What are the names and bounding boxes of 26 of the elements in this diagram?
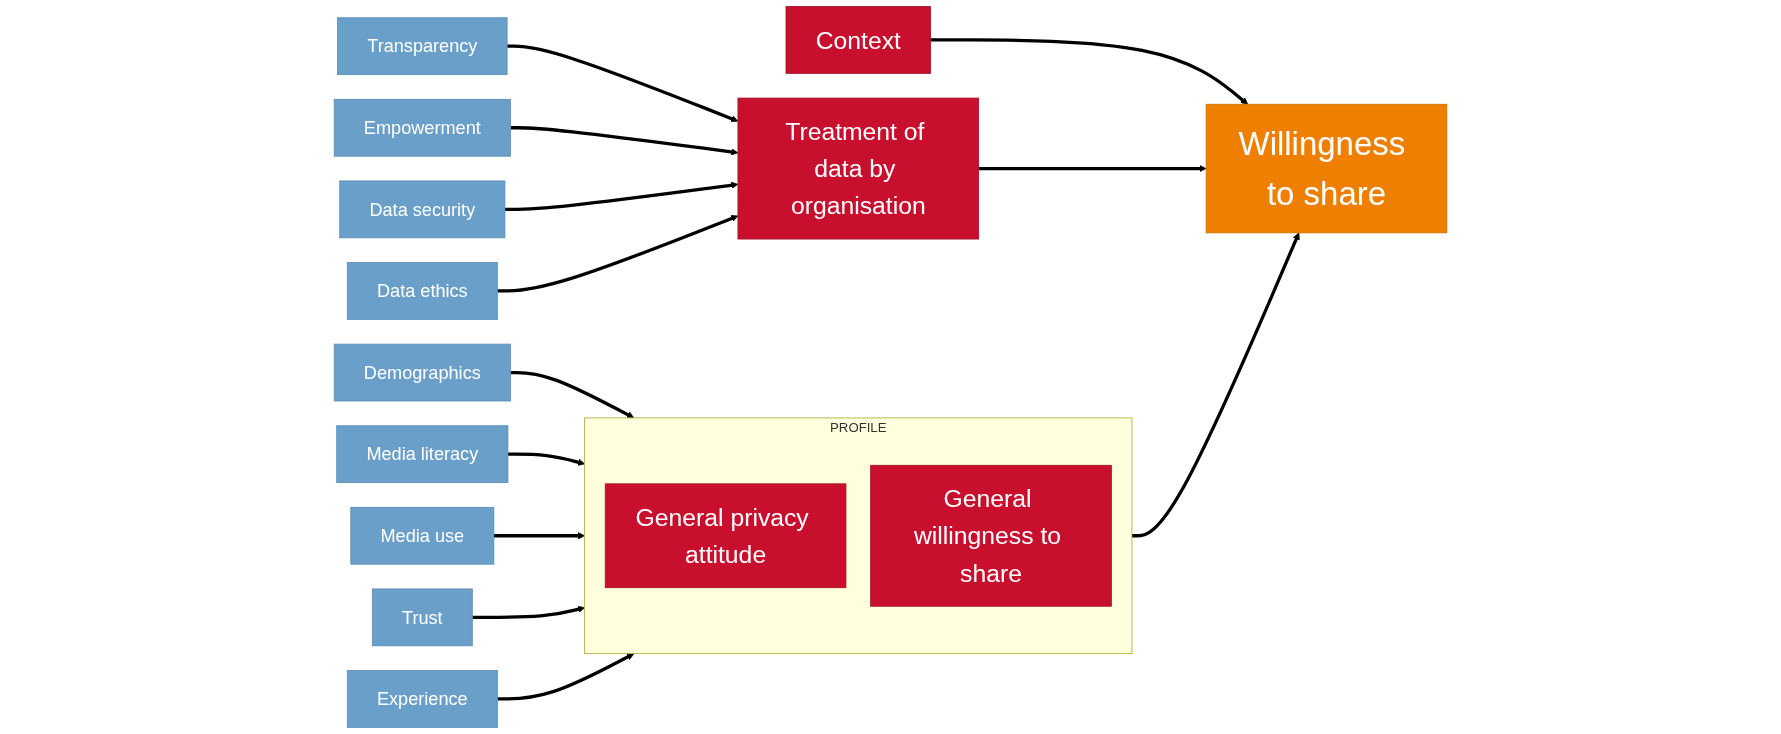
arrow: [504, 181, 739, 211]
node-box: General privacy attitude: [604, 483, 847, 589]
node-box: Context: [785, 6, 931, 74]
node-box: Transparency: [337, 17, 508, 75]
arrow: [507, 452, 585, 466]
node-box: Demographics: [333, 343, 511, 402]
node-box: Data ethics: [346, 262, 498, 320]
node-box: General willingness to share: [870, 464, 1112, 607]
arrow: [930, 38, 1249, 105]
node-box: Experience: [346, 670, 498, 728]
arrow: [1131, 232, 1300, 538]
node-box: Willingness to share: [1205, 103, 1448, 234]
node-box: Trust: [371, 588, 473, 647]
arrow: [493, 532, 585, 540]
node-box: Media use: [350, 506, 495, 565]
arrow: [978, 164, 1207, 173]
node-box: Empowerment: [333, 98, 511, 157]
node-box: Media literacy: [336, 425, 509, 483]
arrow: [472, 605, 585, 619]
node-box: Data security: [339, 180, 506, 239]
arrow: [497, 215, 739, 293]
node-box: Treatment of data by organisation: [737, 97, 980, 240]
arrow: [510, 370, 635, 419]
arrow: [497, 653, 635, 701]
arrow: [507, 44, 739, 123]
arrow: [510, 126, 739, 156]
